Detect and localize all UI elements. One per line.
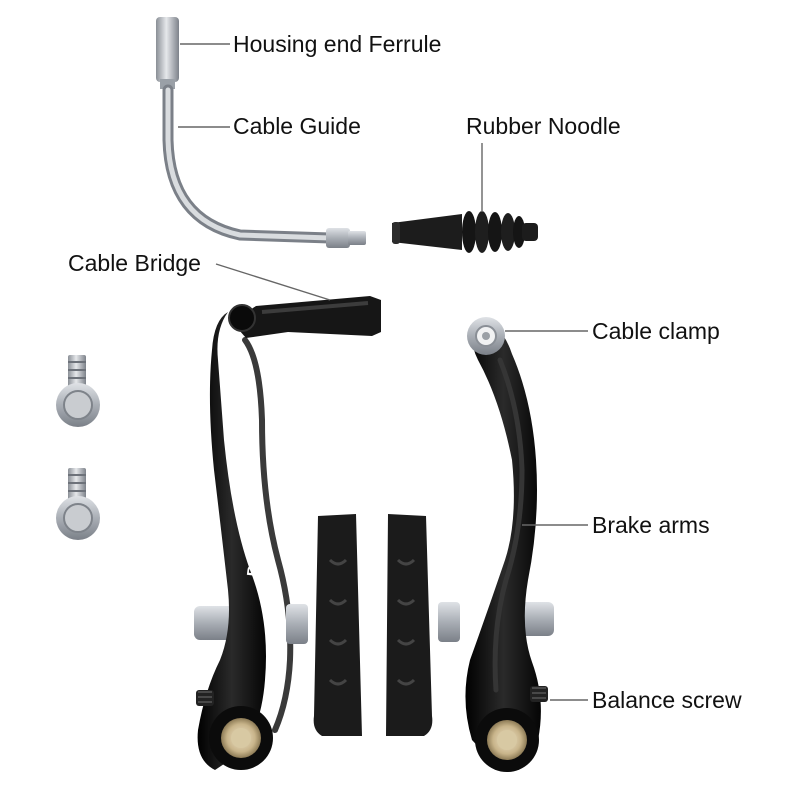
label-brake-arms: Brake arms	[592, 512, 710, 538]
cable-clamp	[467, 317, 505, 355]
mounting-bolt-2	[56, 468, 100, 540]
balance-screw-left	[196, 690, 214, 706]
label-cable-bridge: Cable Bridge	[68, 250, 201, 276]
label-cable-guide: Cable Guide	[233, 113, 361, 139]
right-brake-arm	[465, 321, 541, 772]
leader-bridge	[215, 263, 331, 301]
balance-screw-right	[530, 686, 548, 702]
right-brake-pad	[386, 514, 460, 736]
cable-bridge	[228, 296, 381, 338]
left-brake-pad	[286, 514, 362, 736]
housing-end-ferrule	[156, 17, 179, 89]
left-pivot-stud	[194, 606, 234, 640]
left-brake-arm: RUJOI	[197, 312, 294, 770]
brand-text: RUJOI	[244, 525, 267, 578]
label-cable-clamp: Cable clamp	[592, 318, 720, 344]
label-rubber-noodle: Rubber Noodle	[466, 113, 621, 139]
mounting-bolt-1	[56, 355, 100, 427]
rubber-noodle	[392, 211, 538, 253]
label-balance-screw: Balance screw	[592, 687, 742, 713]
label-housing-end-ferrule: Housing end Ferrule	[233, 31, 442, 57]
leader-lines	[178, 43, 588, 701]
cable-guide	[162, 84, 366, 248]
right-pivot-stud	[516, 602, 554, 636]
